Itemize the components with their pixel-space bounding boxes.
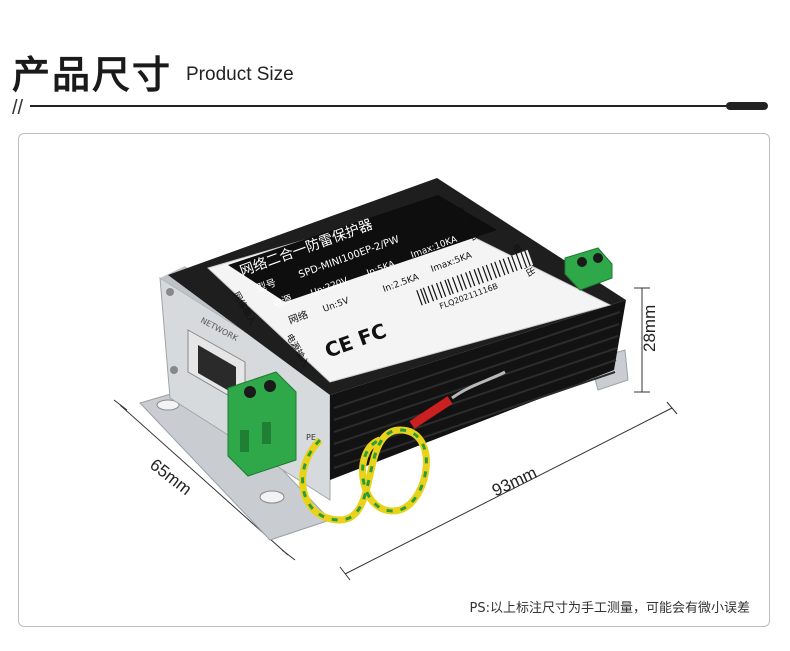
- title-slash-mark: //: [12, 97, 24, 119]
- measurement-note: PS:以上标注尺寸为手工测量，可能会有微小误差: [469, 601, 750, 616]
- dimension-height-label: 28mm: [640, 304, 659, 352]
- terminal-block-output: [564, 247, 613, 291]
- dimension-line-length: [339, 401, 678, 581]
- title-divider-cap: [726, 102, 768, 110]
- terminal-block-input: PE: [227, 371, 316, 477]
- section-title-en: Product Size: [186, 64, 294, 85]
- dimension-line-height: [634, 287, 650, 393]
- section-title-cn: 产品尺寸: [12, 53, 173, 97]
- product-image-frame: [18, 133, 770, 627]
- title-divider: [30, 105, 730, 107]
- ground-wire: [299, 370, 506, 524]
- pe-label: PE: [306, 433, 316, 442]
